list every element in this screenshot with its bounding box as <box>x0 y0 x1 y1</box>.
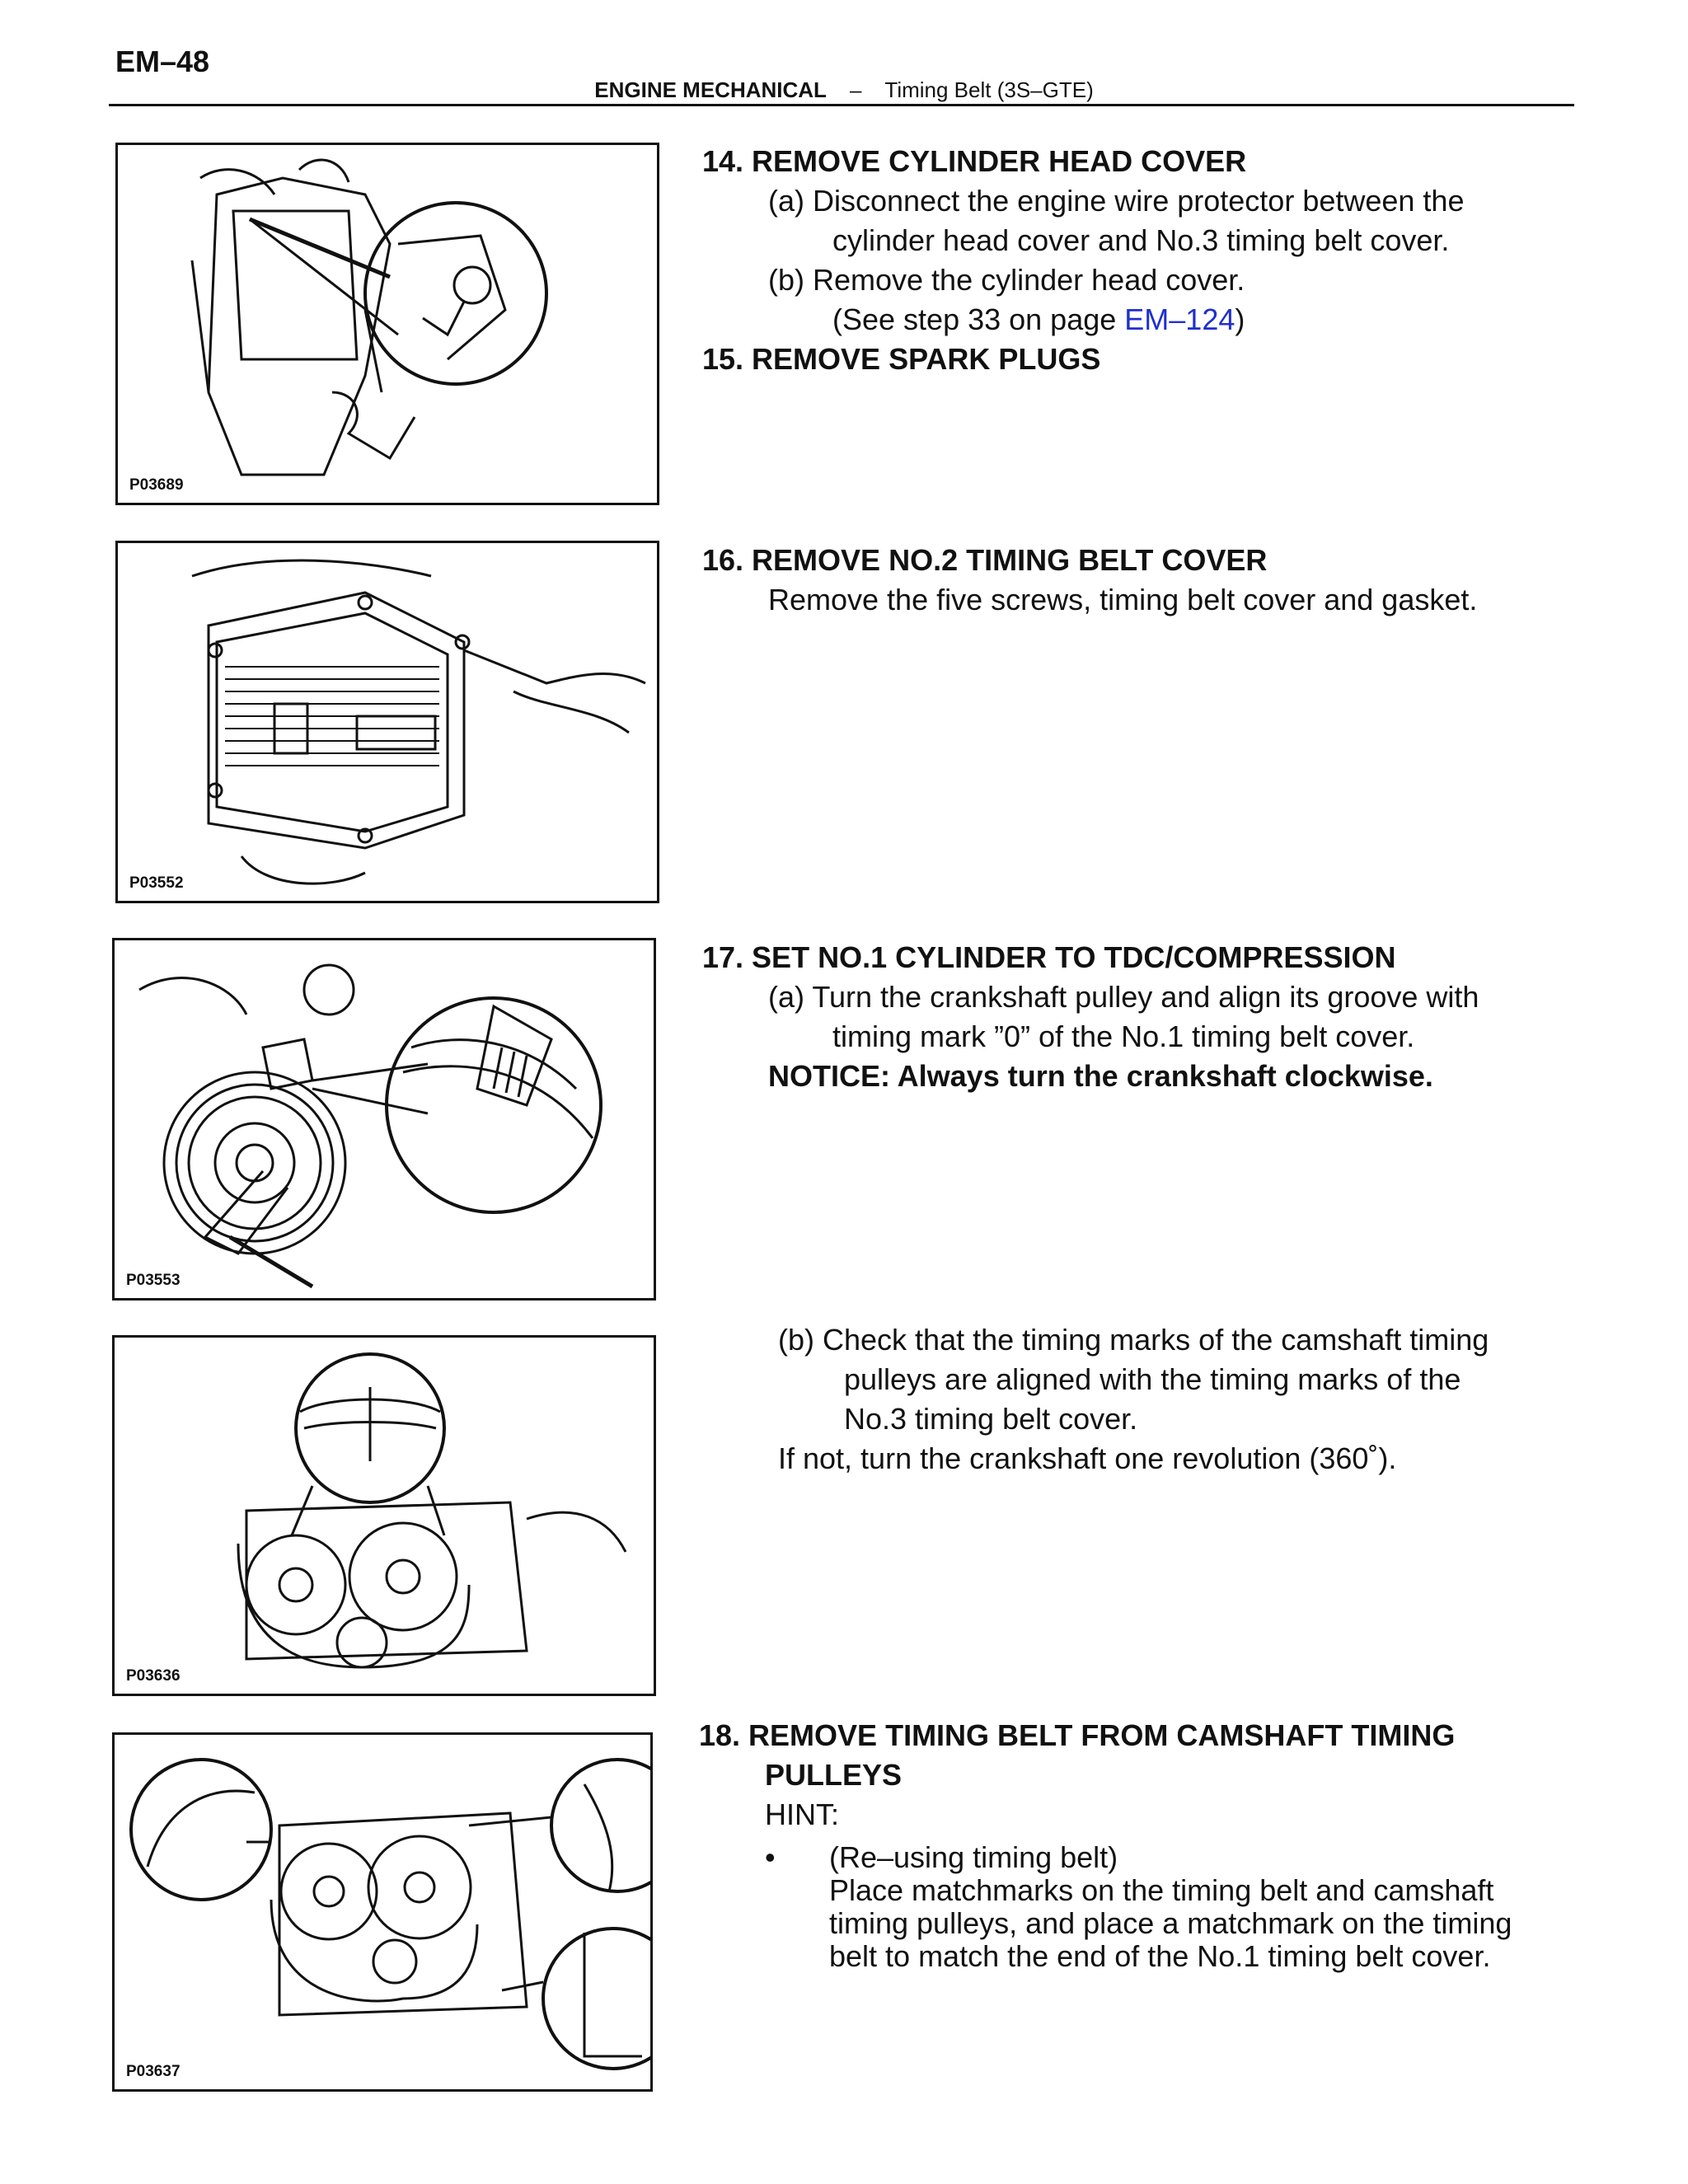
step-17-b-line4: If not, turn the crankshaft one revoluti… <box>778 1441 1397 1475</box>
step-14-heading: 14. REMOVE CYLINDER HEAD COVER <box>702 144 1247 178</box>
step-16-body: Remove the five screws, timing belt cove… <box>768 583 1478 616</box>
step-17-b-line2: pulleys are aligned with the timing mark… <box>844 1362 1461 1396</box>
figure-id: P03636 <box>126 1667 181 1685</box>
step-14-a-line1: (a) Disconnect the engine wire protector… <box>768 184 1465 218</box>
step-17-b-line3: No.3 timing belt cover. <box>844 1402 1138 1436</box>
header-topic: Timing Belt (3S–GTE) <box>884 77 1094 102</box>
page-header: ENGINE MECHANICAL–Timing Belt (3S–GTE) <box>0 77 1688 103</box>
cylinder-head-cover-illustration <box>190 158 548 476</box>
step-17-heading: 17. SET NO.1 CYLINDER TO TDC/COMPRESSION <box>702 940 1396 974</box>
step-14-b-reference: (See step 33 on page EM–124) <box>832 300 1245 340</box>
step-18-heading-line1: 18. REMOVE TIMING BELT FROM CAMSHAFT TIM… <box>699 1718 1456 1752</box>
figure-id: P03552 <box>129 874 184 892</box>
step-17-b-line1: (b) Check that the timing marks of the c… <box>778 1323 1489 1357</box>
step-17-a-line1: (a) Turn the crankshaft pulley and align… <box>768 980 1479 1014</box>
step-15-heading: 15. REMOVE SPARK PLUGS <box>702 342 1101 376</box>
step-18-bullet-line1: Place matchmarks on the timing belt and … <box>829 1873 1494 1907</box>
step-18-bullet-title: (Re–using timing belt) <box>829 1840 1118 1874</box>
step-16-heading: 16. REMOVE NO.2 TIMING BELT COVER <box>702 543 1268 577</box>
header-separator: – <box>849 77 862 102</box>
reference-suffix: ) <box>1235 302 1245 336</box>
timing-belt-matchmarks-illustration <box>129 1758 650 2070</box>
page-link-em-124[interactable]: EM–124 <box>1124 302 1236 336</box>
timing-belt-cover-illustration <box>191 559 646 885</box>
figure-id: P03637 <box>126 2063 181 2080</box>
step-14-a-line2: cylinder head cover and No.3 timing belt… <box>832 223 1450 257</box>
header-section: ENGINE MECHANICAL <box>594 77 827 102</box>
step-18-heading-line2: PULLEYS <box>765 1758 903 1792</box>
step-17-notice: NOTICE: Always turn the crankshaft clock… <box>768 1059 1433 1093</box>
step-18-bullet-line3: belt to match the end of the No.1 timing… <box>829 1939 1491 1973</box>
figure-timing-belt-matchmarks: P03637 <box>112 1732 653 2092</box>
figure-id: P03689 <box>129 476 184 494</box>
header-rule <box>109 104 1574 106</box>
figure-cylinder-head-cover: P03689 <box>115 143 659 505</box>
camshaft-timing-marks-illustration <box>237 1352 627 1669</box>
figure-no2-timing-belt-cover: P03552 <box>115 541 659 903</box>
step-18-bullet-line2: timing pulleys, and place a matchmark on… <box>829 1906 1512 1940</box>
step-17-a-line2: timing mark ”0” of the No.1 timing belt … <box>832 1019 1415 1053</box>
step-18-hint-label: HINT: <box>765 1797 839 1831</box>
figure-camshaft-timing-marks: P03636 <box>112 1335 656 1696</box>
page-number: EM–48 <box>115 45 210 78</box>
step-14-b-line1: (b) Remove the cylinder head cover. <box>768 263 1245 297</box>
reference-prefix: (See step 33 on page <box>832 302 1125 336</box>
figure-crankshaft-pulley: P03553 <box>112 938 656 1301</box>
figure-id: P03553 <box>126 1272 181 1289</box>
crankshaft-pulley-illustration <box>138 963 603 1289</box>
step-18-bullet: • <box>765 1840 776 1874</box>
